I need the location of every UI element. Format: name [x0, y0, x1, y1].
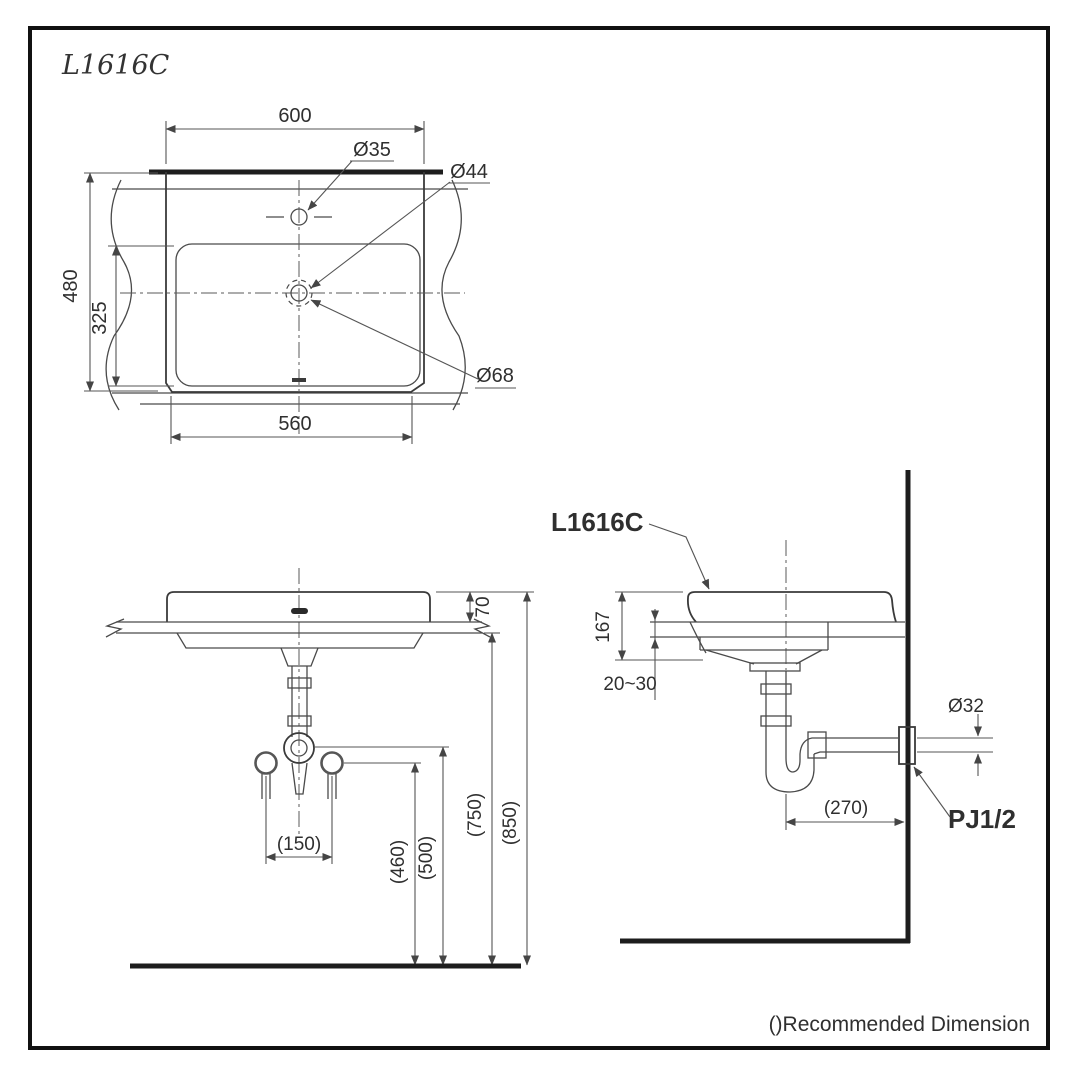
side-tailpipe [765, 671, 787, 772]
side-coupling-upper [760, 683, 792, 695]
dim150-extension [265, 776, 333, 864]
dim-supply-spacing: (150) [277, 834, 321, 855]
front-trap-taper [291, 762, 308, 795]
leader-drain-outlet [310, 299, 479, 380]
front-basin-underside [176, 632, 424, 649]
leader-product-label [648, 523, 710, 590]
dim-overall-depth: 480 [60, 269, 82, 302]
side-counter [650, 621, 905, 638]
side-coupling-lower [760, 715, 792, 727]
dim-rim-height: (850) [500, 801, 521, 845]
supply-valve-left [254, 751, 278, 775]
counter-break-left [105, 179, 133, 411]
top-view: 600 480 325 560 Ø35 Ø44 Ø68 [60, 105, 516, 444]
side-basin-underside [699, 622, 829, 651]
sheet-border [28, 26, 1050, 1050]
dim-counter-height: (750) [465, 793, 486, 837]
overflow-mark [292, 378, 306, 382]
front-coupling-upper [287, 677, 312, 689]
supply-valve-right [320, 751, 344, 775]
front-trap-nut [283, 732, 315, 764]
front-counter-break-right [473, 618, 492, 638]
sheet-title: L1616C [61, 50, 170, 81]
side-product-label: L1616C [551, 507, 644, 537]
side-trap-outer [765, 754, 815, 793]
side-view: L1616C 167 20~30 Ø32 (270) PJ1/2 [551, 470, 1016, 944]
dim480-extension [84, 172, 158, 392]
side-drain-flange [749, 662, 801, 672]
front-drain-flange [280, 647, 319, 667]
side-outlet-coupling [807, 731, 827, 759]
dim167-extension [615, 591, 703, 661]
side-drain-taper [705, 649, 823, 665]
dim-front-width: 560 [278, 413, 311, 435]
side-trap-inner [785, 754, 801, 773]
dim-supply-height: (460) [388, 840, 409, 884]
faucet-hole [290, 208, 308, 226]
front-view: (150) 70 (460) (500) (750) (850) [104, 568, 534, 969]
front-rim [166, 591, 431, 622]
dim-rim-above-counter: 70 [473, 596, 494, 617]
label-faucet-hole: Ø35 [353, 139, 391, 161]
supply-valve-stubs [261, 774, 337, 799]
side-basin-profile [687, 591, 897, 623]
dim-trap-height: (500) [416, 836, 437, 880]
dim-basin-height: 167 [593, 611, 614, 643]
dim32-extension [917, 737, 993, 753]
dim-trap-wall-offset: (270) [824, 798, 868, 819]
leader-faucet-hole [307, 160, 353, 211]
lavatory-bowl [175, 243, 421, 387]
leader-drain-rim [310, 181, 451, 289]
counter-break-right [441, 179, 466, 411]
dim-overall-width: 600 [278, 105, 311, 127]
label-drain-outlet: Ø68 [476, 365, 514, 387]
label-wall-connection: PJ1/2 [948, 804, 1016, 834]
side-wall-flange [898, 726, 916, 765]
drain-hole-inner [290, 284, 308, 302]
side-outlet-pipe-top [799, 737, 898, 755]
drain-hole-outer [285, 279, 313, 307]
front-overflow-mark [291, 608, 308, 614]
dim-counter-thickness: 20~30 [603, 674, 656, 695]
dim-bowl-depth: 325 [89, 301, 111, 334]
side-basin-drop-edge [689, 621, 707, 654]
side-outlet-pipe-bottom [813, 751, 898, 755]
lavatory-rim [165, 172, 425, 393]
leader-wall-connection [913, 766, 951, 818]
front-trap-nut-inner [290, 739, 308, 757]
dim-outlet-diameter: Ø32 [948, 696, 984, 717]
label-drain-rim: Ø44 [450, 161, 488, 183]
footer-note: ()Recommended Dimension [769, 1013, 1030, 1036]
front-counter-break-left [104, 618, 125, 638]
front-coupling-lower [287, 715, 312, 727]
